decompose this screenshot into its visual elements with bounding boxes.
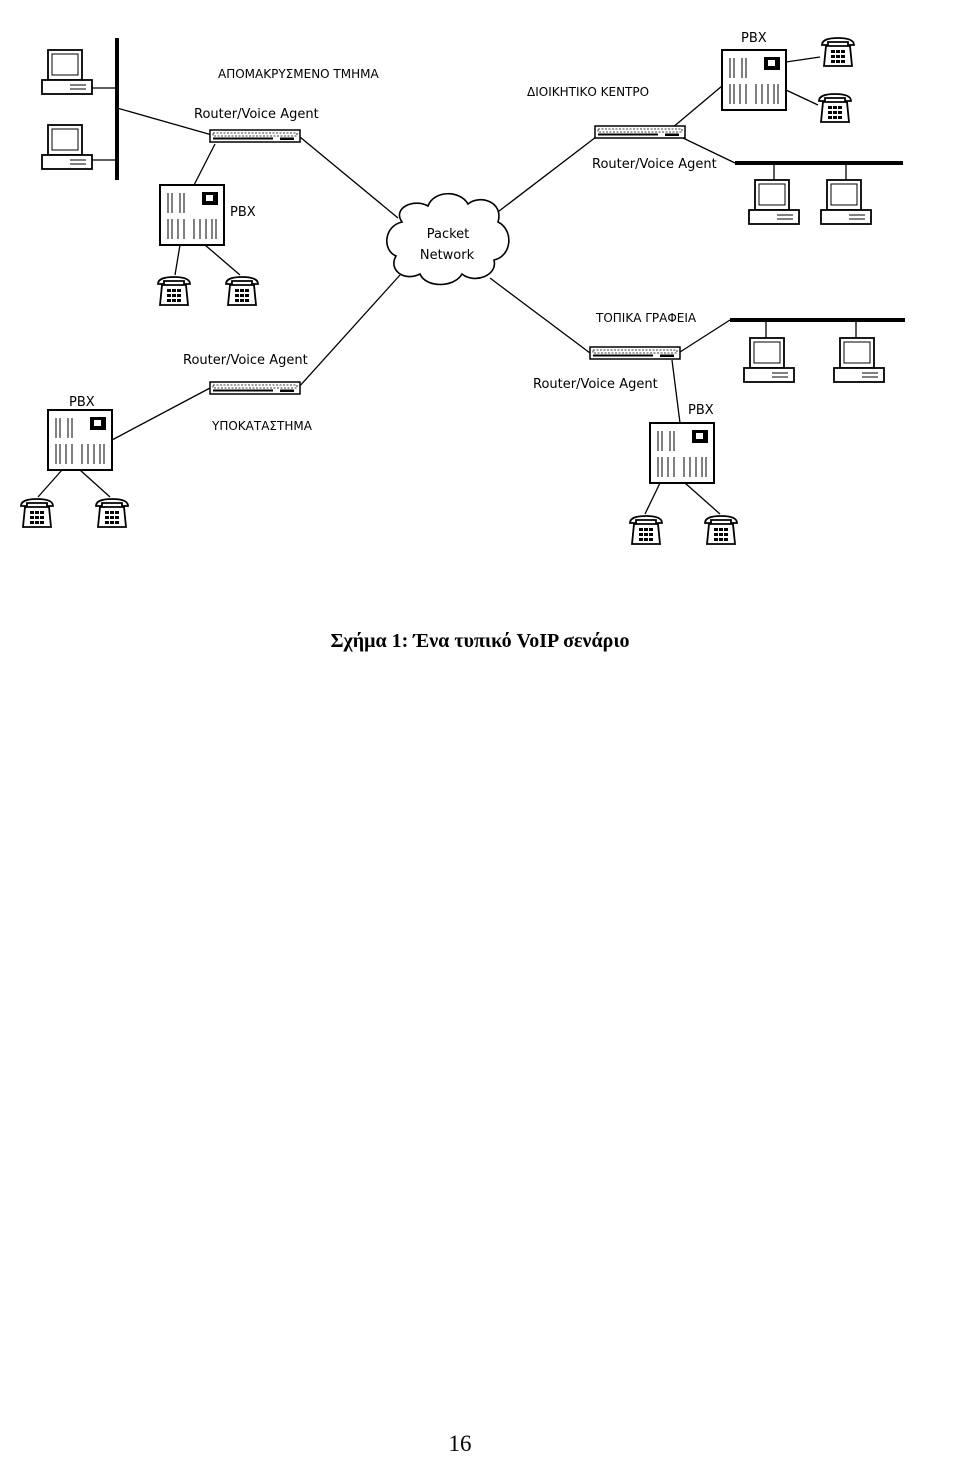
- telephone-icon: [20, 498, 54, 528]
- site-label: ΤΟΠΙΚΑ ΓΡΑΦΕΙΑ: [595, 311, 697, 325]
- pbx-phone-link: [79, 469, 111, 498]
- pbx-phone-link: [37, 469, 63, 498]
- site-label: ΥΠΟΚΑΤΑΣΤΗΜΑ: [211, 419, 313, 433]
- pbx-phone-link: [785, 56, 821, 63]
- computer-icon: [41, 49, 93, 95]
- router-label: Router/Voice Agent: [183, 353, 308, 368]
- site-branch: Router/Voice Agent ΥΠΟΚΑΤΑΣΤΗΜΑ PBX: [20, 353, 313, 528]
- site-local-offices: ΤΟΠΙΚΑ ΓΡΑΦΕΙΑ Router/Voice Agent PBX: [533, 311, 905, 545]
- router-icon: [209, 129, 301, 143]
- pbx-phone-link: [644, 482, 661, 515]
- network-links: [297, 136, 597, 389]
- cloud-label-line2: Network: [420, 248, 475, 263]
- router-to-lan-link: [679, 319, 731, 353]
- pbx-label: PBX: [230, 205, 256, 220]
- computer-icon: [820, 179, 872, 225]
- site-label: ΑΠΟΜΑΚΡΥΣΜΕΝΟ ΤΜΗΜΑ: [218, 67, 379, 81]
- link-remote-router-to-cloud: [299, 136, 399, 219]
- pbx-icon: [159, 184, 225, 246]
- router-to-lan-link: [682, 137, 736, 164]
- router-to-pbx-link: [192, 143, 216, 188]
- telephone-icon: [157, 276, 191, 306]
- page-number: 16: [448, 1431, 472, 1456]
- router-label: Router/Voice Agent: [194, 107, 319, 122]
- telephone-icon: [821, 37, 855, 67]
- lan-to-router-link: [116, 107, 213, 136]
- pbx-label: PBX: [741, 31, 767, 46]
- telephone-icon: [818, 93, 852, 123]
- pbx-label: PBX: [69, 395, 95, 410]
- pbx-icon: [649, 422, 715, 484]
- router-icon: [209, 381, 301, 395]
- router-to-pbx-link: [671, 359, 681, 424]
- router-icon: [594, 125, 686, 139]
- telephone-icon: [95, 498, 129, 528]
- computer-icon: [748, 179, 800, 225]
- voip-network-diagram: Packet Network ΑΠΟΜΑΚΡΥΣΜΕΝΟ ΤΜΗΜΑ Route…: [20, 31, 905, 545]
- packet-network-cloud: Packet Network: [386, 192, 510, 286]
- link-branch-router-to-cloud: [297, 274, 401, 389]
- pbx-label: PBX: [688, 403, 714, 418]
- computer-icon: [743, 337, 795, 383]
- router-to-pbx-link: [111, 387, 211, 441]
- computer-icon: [833, 337, 885, 383]
- router-to-pbx-link: [671, 85, 723, 129]
- telephone-icon: [225, 276, 259, 306]
- telephone-icon: [704, 515, 738, 545]
- site-remote-department: ΑΠΟΜΑΚΡΥΣΜΕΝΟ ΤΜΗΜΑ Router/Voice Agent P…: [41, 38, 379, 306]
- site-label: ΔΙΟΙΚΗΤΙΚΟ ΚΕΝΤΡΟ: [527, 85, 649, 99]
- pbx-phone-link: [174, 244, 181, 276]
- router-label: Router/Voice Agent: [533, 377, 658, 392]
- pbx-phone-link: [204, 244, 241, 276]
- pbx-icon: [47, 409, 113, 471]
- site-headquarters: ΔΙΟΙΚΗΤΙΚΟ ΚΕΝΤΡΟ PBX Router/Voice Agent: [527, 31, 903, 225]
- pbx-phone-link: [785, 89, 819, 106]
- router-label: Router/Voice Agent: [592, 157, 717, 172]
- computer-icon: [41, 124, 93, 170]
- link-local-router-to-cloud: [489, 277, 591, 354]
- cloud-label-line1: Packet: [427, 227, 470, 242]
- router-icon: [589, 346, 681, 360]
- pbx-phone-link: [684, 482, 721, 515]
- figure-caption: Σχήμα 1: Ένα τυπικό VoIP σενάριο: [330, 630, 630, 652]
- telephone-icon: [629, 515, 663, 545]
- link-hq-router-to-cloud: [489, 136, 597, 219]
- pbx-icon: [721, 49, 787, 111]
